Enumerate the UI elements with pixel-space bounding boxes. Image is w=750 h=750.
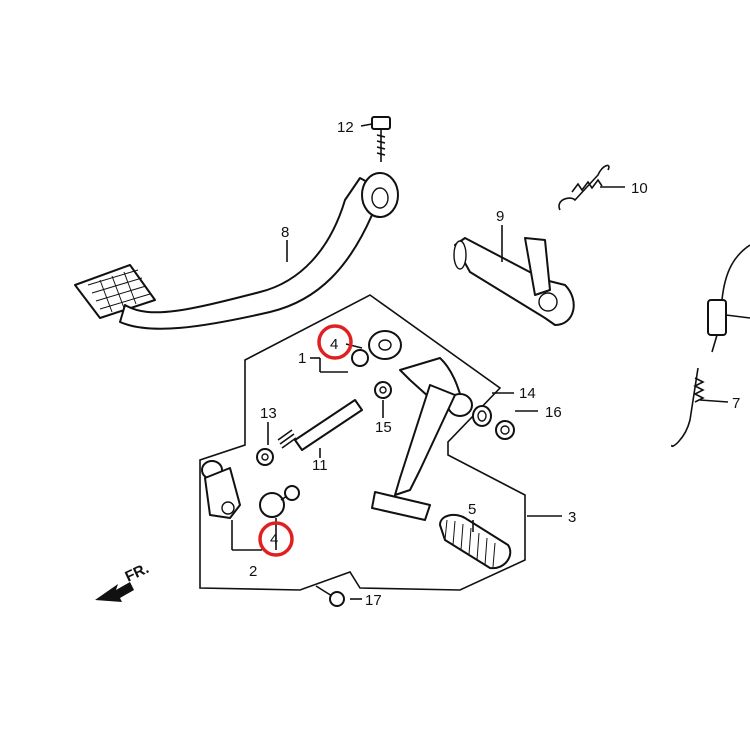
callout-13: 13	[260, 405, 277, 422]
front-direction-arrow	[95, 582, 134, 602]
callout-1: 1	[298, 350, 306, 367]
bolt-12	[371, 116, 391, 162]
callout-14: 14	[519, 385, 536, 402]
assembly-frame	[199, 294, 526, 591]
highlight-circle-4-bottom	[258, 521, 294, 557]
callout-9: 9	[496, 208, 504, 225]
callout-5: 5	[468, 501, 476, 518]
switch-7	[671, 244, 750, 447]
callout-7: 7	[732, 395, 740, 412]
washer-14	[472, 405, 492, 427]
callout-8: 8	[281, 224, 289, 241]
callout-2: 2	[249, 563, 257, 580]
ball-joint-4-lower	[259, 485, 300, 518]
rubber-peg-5	[439, 513, 512, 570]
nut-13	[256, 448, 274, 466]
front-direction-label: FR.	[123, 560, 152, 586]
callout-16: 16	[545, 404, 562, 421]
callout-17: 17	[365, 592, 382, 609]
callout-3: 3	[568, 509, 576, 526]
callout-12: 12	[337, 119, 354, 136]
callout-4-top: 4	[330, 336, 338, 353]
callout-4-bottom: 4	[270, 531, 278, 548]
callout-15: 15	[375, 419, 392, 436]
callout-11: 11	[312, 457, 328, 474]
bolt-17	[315, 585, 345, 607]
shaft-9	[453, 237, 575, 326]
nut-15	[374, 381, 392, 399]
spring-10	[558, 164, 610, 211]
highlight-circle-4-top	[317, 324, 353, 360]
callout-10: 10	[631, 180, 648, 197]
shift-arm-2	[201, 460, 241, 519]
rod-11	[277, 399, 363, 451]
shift-lever-3	[371, 384, 473, 521]
shift-arm-1	[351, 330, 463, 401]
brake-pedal	[74, 172, 399, 330]
clip-16	[495, 420, 515, 440]
